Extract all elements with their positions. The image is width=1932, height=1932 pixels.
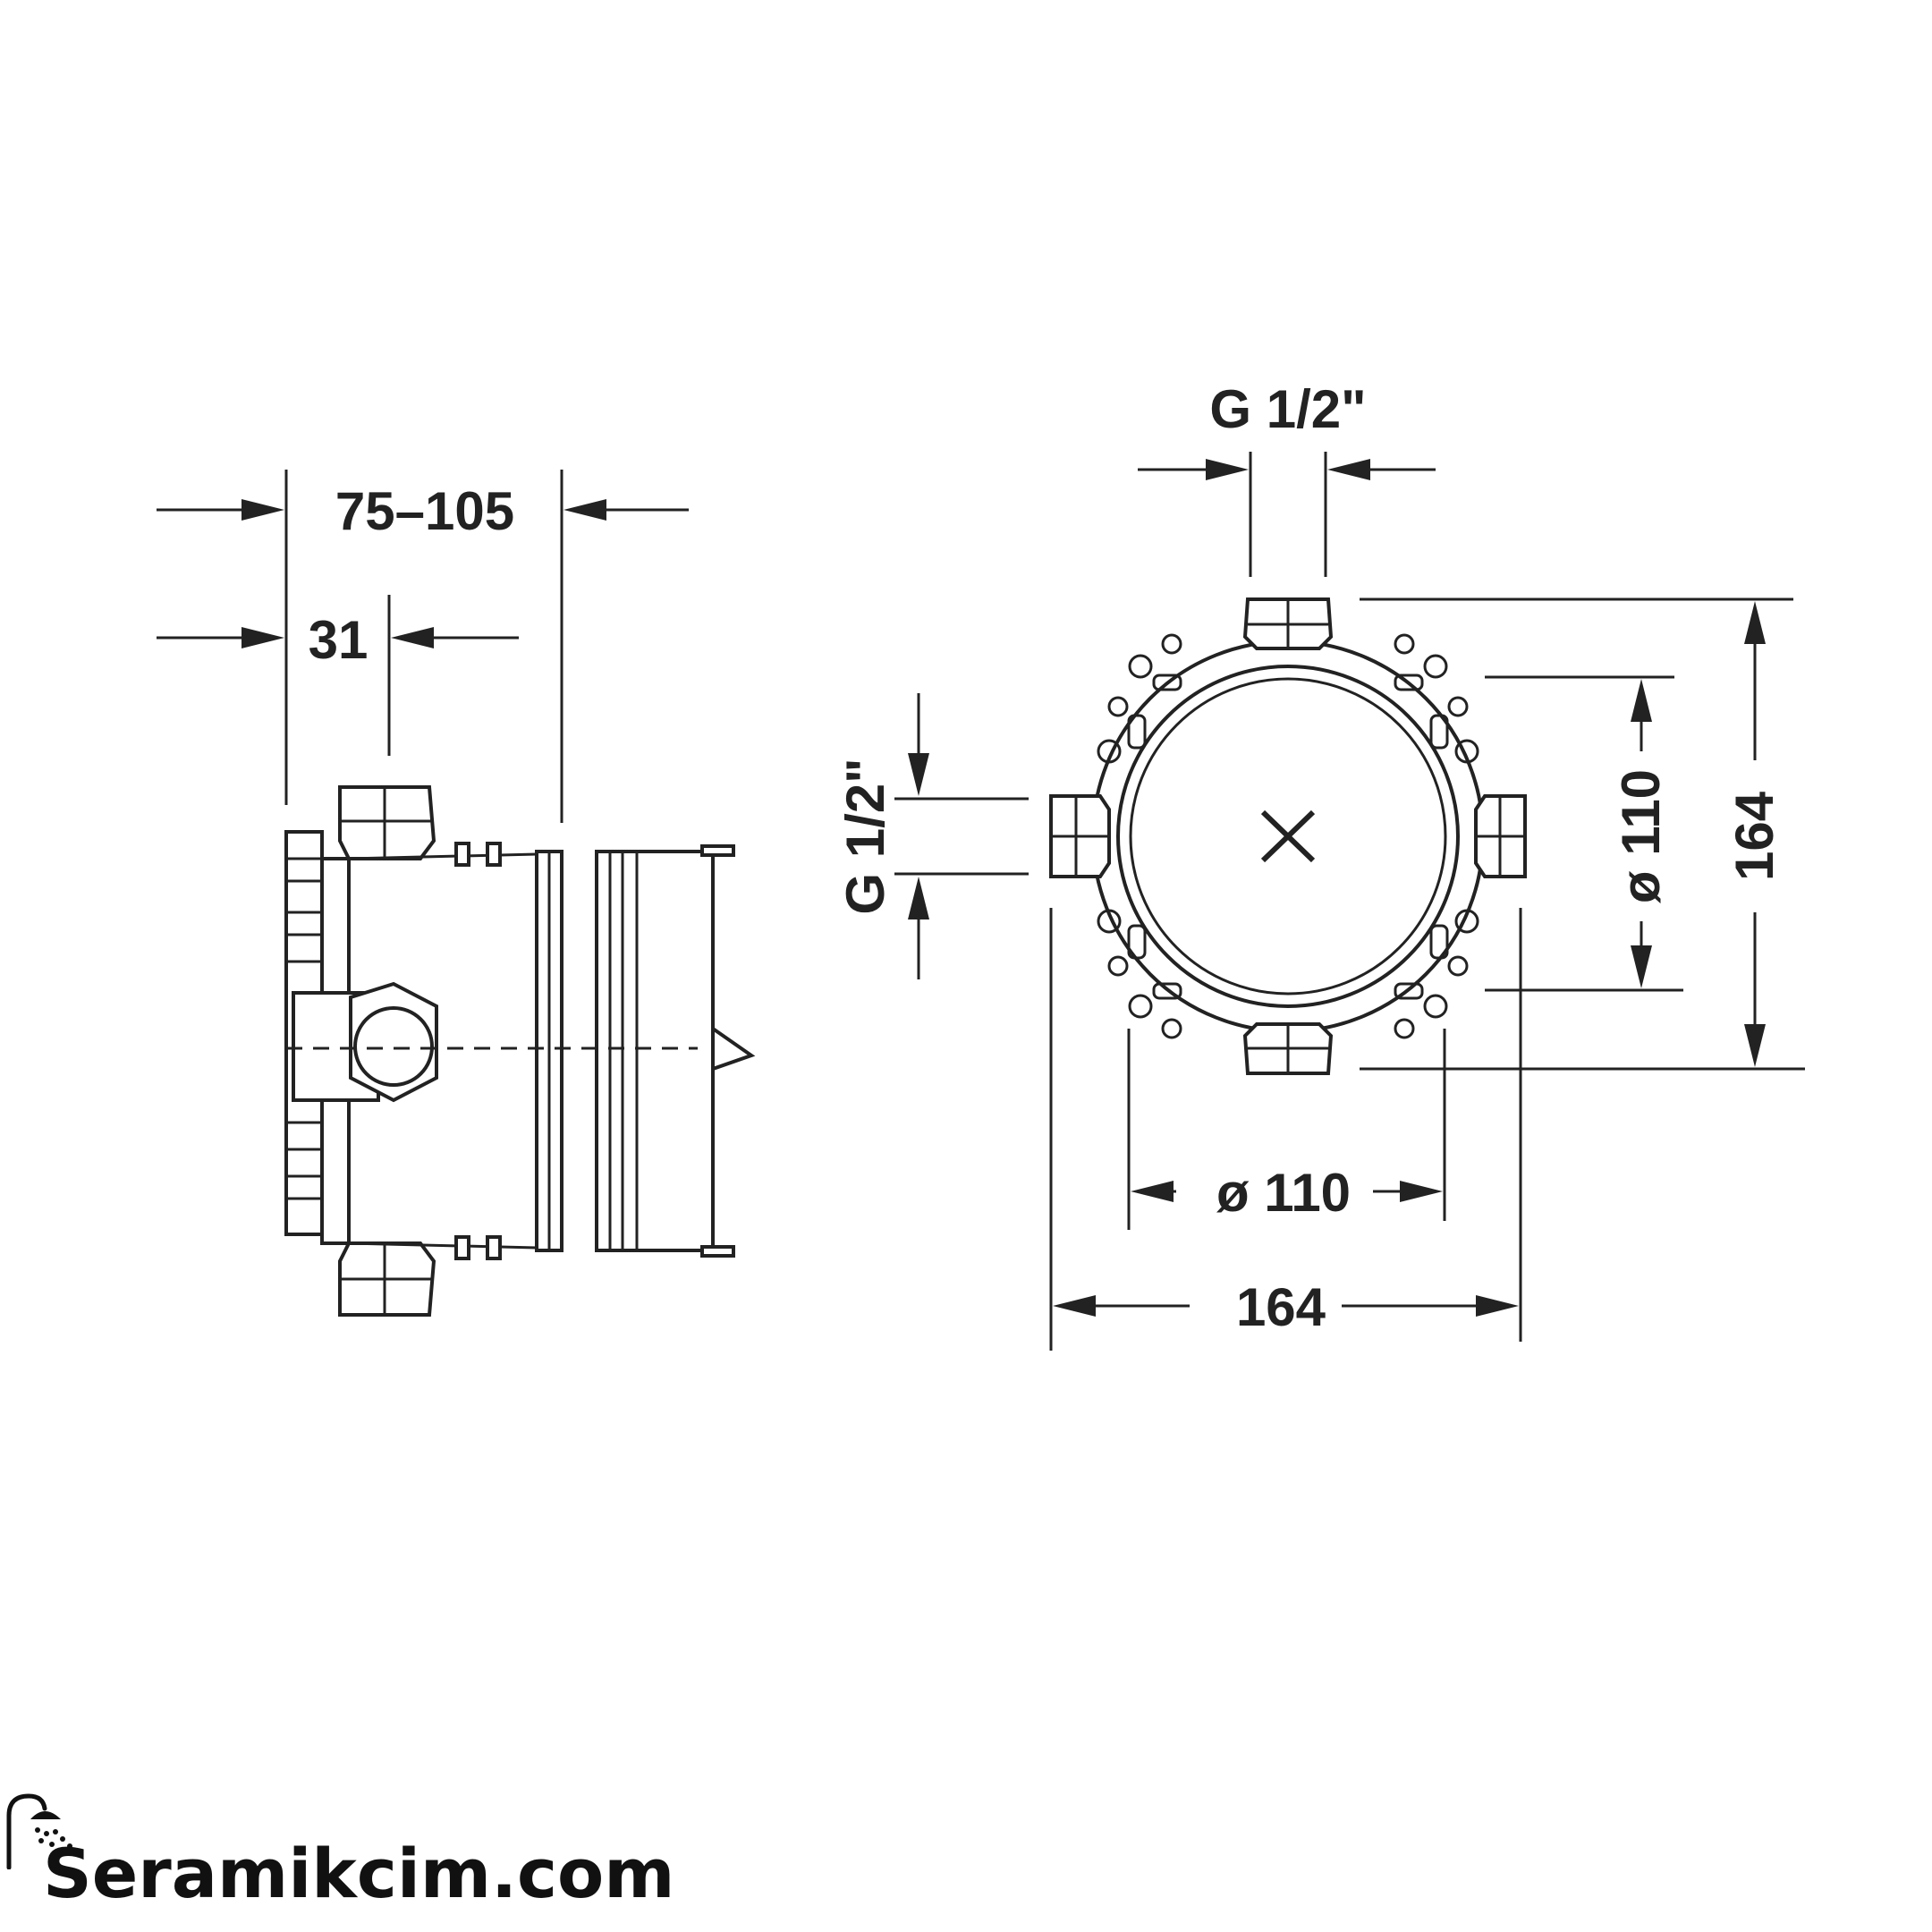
brand-name: Seramikcim.com <box>43 1834 675 1913</box>
flange-holes <box>1097 633 1479 1039</box>
dim-outer-width-label: 164 <box>1236 1277 1326 1337</box>
dim-top-thread-label: G 1/2" <box>1209 379 1366 439</box>
front-view: G 1/2" G 1/2" ø 110 164 ø 110 <box>835 379 1805 1351</box>
dim-offset-label: 31 <box>309 610 369 670</box>
dim-left-thread-label: G 1/2" <box>835 758 895 914</box>
center-cross-icon <box>1260 809 1316 863</box>
side-view: 75–105 31 <box>157 470 756 1317</box>
dim-depth-label: 75–105 <box>335 481 514 541</box>
dim-inner-diameter-v-label: ø 110 <box>1611 769 1671 903</box>
dim-inner-diameter-h-label: ø 110 <box>1216 1163 1351 1223</box>
shower-head-icon <box>6 1793 72 1869</box>
dim-outer-height-label: 164 <box>1724 791 1784 881</box>
flange-teeth <box>286 857 322 1200</box>
